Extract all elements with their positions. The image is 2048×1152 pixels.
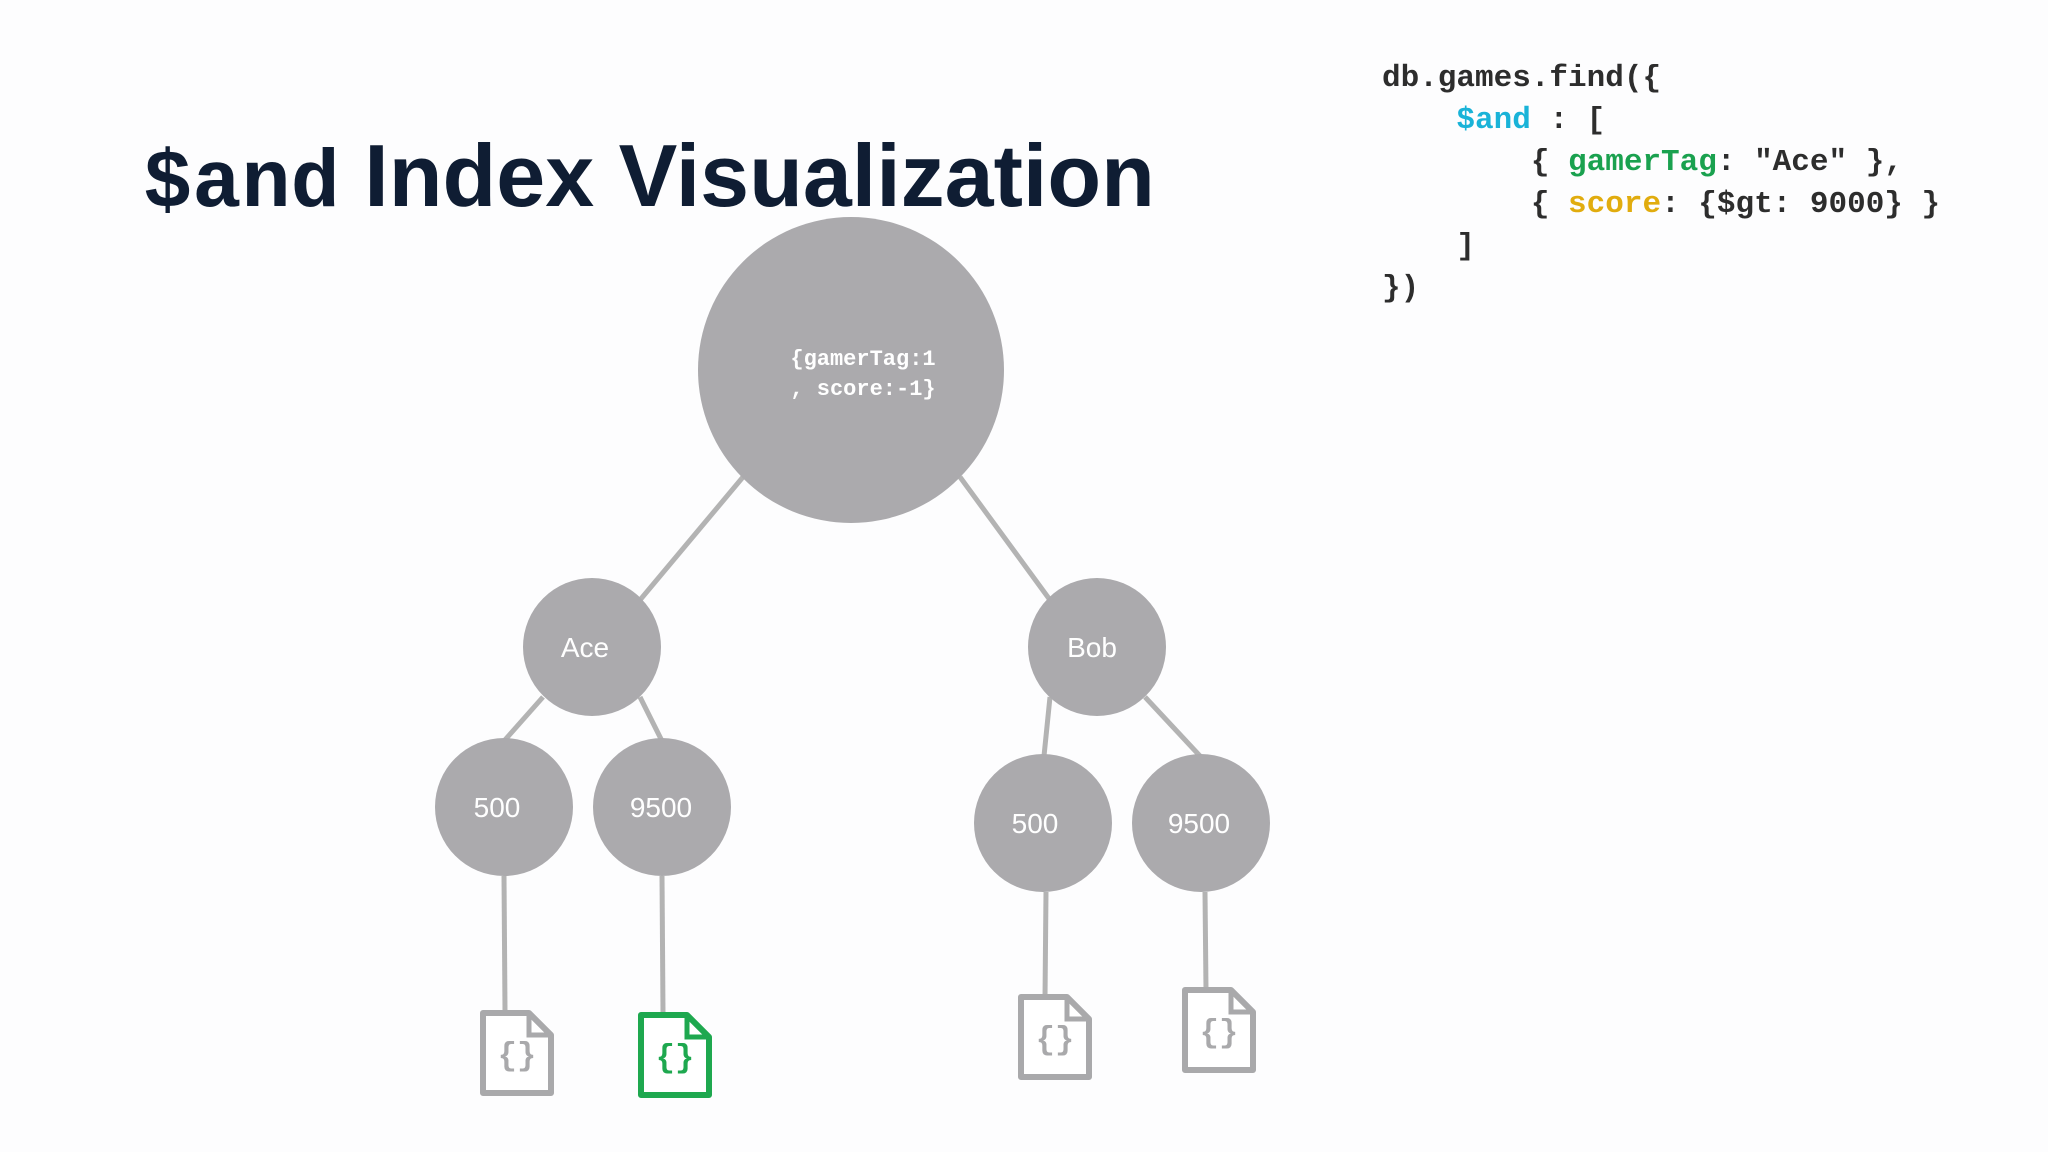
branch-node-bob-circle [1028,578,1166,716]
document-icon-ace-500: {} [480,1010,554,1096]
branch-node-ace-circle [523,578,661,716]
edge-bob-9500-doc [1202,891,1209,991]
edge-bob-500 [1041,696,1053,757]
code-gamertag-rest: : "Ace" }, [1716,145,1903,180]
leaf-node-ace-500-circle [435,738,573,876]
root-node: {gamerTag:1 , score:-1} [698,217,1004,523]
code-gamer-open: { [1530,145,1569,180]
leaf-node-ace-500: 500 [435,738,573,876]
code-score-open: { [1530,187,1569,222]
root-label-line2: , score:-1} [790,377,935,402]
title-code-part: $and [143,138,340,231]
leaf-label-bob-500: 500 [1012,808,1059,839]
code-and-operator: $and [1456,103,1531,138]
edge-ace-500 [502,695,545,743]
document-icon-bob-9500: {} [1182,987,1256,1073]
branch-label-bob: Bob [1067,632,1117,663]
code-close-bracket: ] [1456,229,1476,264]
code-close-all: }) [1382,271,1420,306]
leaf-node-bob-9500-circle [1132,754,1270,892]
branch-node-bob: Bob [1028,578,1166,716]
doc-brace-bob-500: {} [1036,1022,1074,1059]
document-icon-bob-500: {} [1018,994,1092,1080]
code-and-suffix: : [ [1530,103,1606,138]
leaf-node-bob-500-circle [974,754,1112,892]
edge-root-ace [638,475,745,602]
edge-bob-500-doc [1042,891,1049,999]
doc-brace-bob-9500: {} [1200,1015,1238,1052]
leaf-node-ace-9500-circle [593,738,731,876]
code-score-rest: : {$gt: 9000} } [1661,187,1941,222]
root-node-circle [698,217,1004,523]
tree-edges [501,475,1209,1013]
leaf-label-ace-500: 500 [474,792,521,823]
code-line-find: db.games.find({ [1382,61,1662,96]
leaf-node-ace-9500: 9500 [593,738,731,876]
branch-label-ace: Ace [561,632,609,663]
code-score-field: score [1568,187,1662,222]
document-icon-ace-9500-matched: {} [638,1012,712,1098]
leaf-label-bob-9500: 9500 [1168,808,1230,839]
edge-ace-500-doc [501,875,508,1011]
leaf-node-bob-9500: 9500 [1132,754,1270,892]
edge-ace-9500 [637,695,665,743]
slide-title: $and Index Visualization [143,132,1155,226]
edge-root-bob [957,475,1053,602]
leaf-node-bob-500: 500 [974,754,1112,892]
title-text: Index Visualization [364,126,1155,225]
query-code-block: db.games.find({ $and : [ { gamerTag: "Ac… [1382,58,1940,310]
doc-brace-ace-500: {} [498,1038,536,1075]
root-label-line1: {gamerTag:1 [790,347,935,372]
edge-ace-9500-doc [659,875,666,1013]
title-text-part: Index Visualization [340,126,1155,225]
branch-node-ace: Ace [523,578,661,716]
edge-bob-9500 [1143,695,1202,758]
leaf-label-ace-9500: 9500 [630,792,692,823]
doc-brace-ace-9500: {} [656,1040,694,1077]
code-gamertag-field: gamerTag [1568,145,1717,180]
